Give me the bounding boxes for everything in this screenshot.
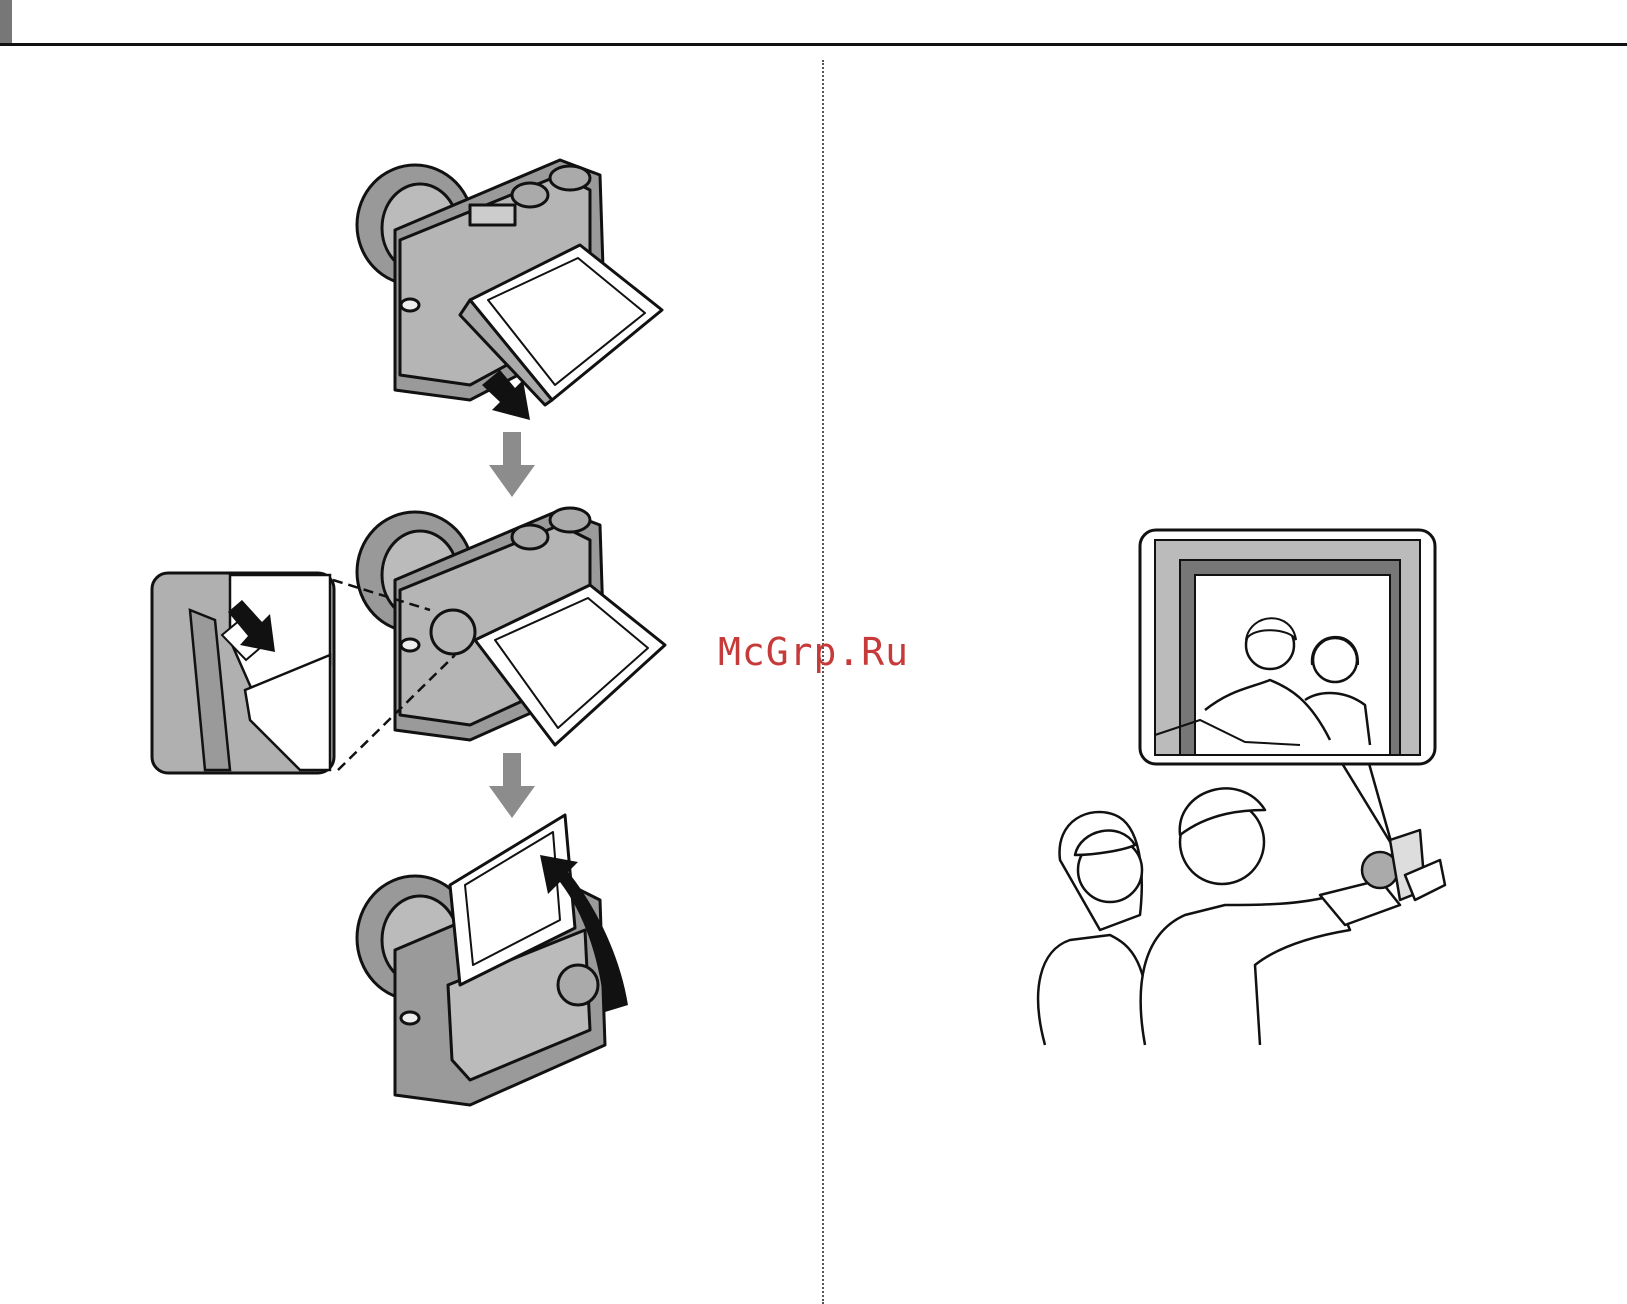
monitor-preview-callout: [1140, 530, 1435, 845]
watermark-text: McGrp.Ru: [718, 630, 909, 674]
man-figure: [1141, 788, 1445, 1045]
woman-figure: [1038, 812, 1150, 1045]
